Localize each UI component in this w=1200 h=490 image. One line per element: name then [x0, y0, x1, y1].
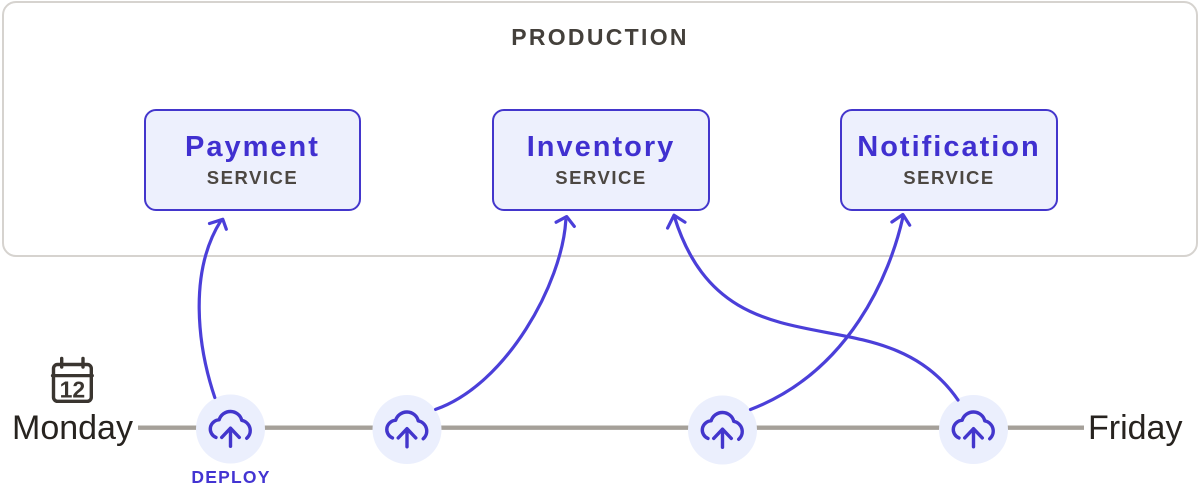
- svg-text:12: 12: [60, 377, 86, 403]
